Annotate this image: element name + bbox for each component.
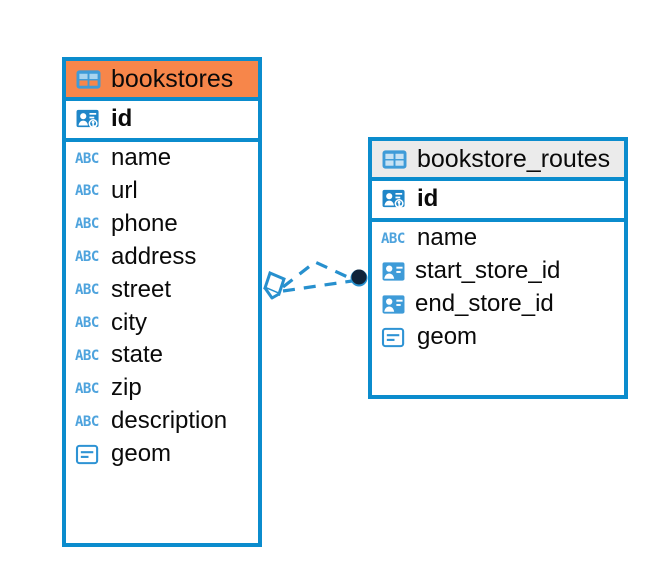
foreign-key-icon (382, 262, 405, 281)
field-label-address: address (111, 242, 197, 270)
abc-text-icon: ABC (75, 216, 99, 233)
field-row-routes-id[interactable]: id (372, 181, 624, 223)
field-label-phone: phone (111, 209, 178, 237)
entity-bookstore-routes[interactable]: bookstore_routes id ABC n (368, 137, 628, 399)
field-label-start-store-id: start_store_id (415, 257, 561, 284)
field-row-id[interactable]: id (66, 101, 258, 143)
entity-bookstores[interactable]: bookstores id ABC name (62, 57, 262, 547)
abc-text-icon: ABC (381, 230, 405, 247)
field-row-zip[interactable]: ABC zip (66, 372, 258, 405)
field-list-bookstores: id ABC name ABC url ABC phone ABC addres… (66, 101, 258, 471)
field-label-name: name (111, 144, 172, 172)
entity-header-bookstore-routes[interactable]: bookstore_routes (372, 141, 624, 182)
table-icon-orange (76, 70, 101, 89)
field-label-geom: geom (111, 440, 172, 467)
field-row-start-store-id[interactable]: start_store_id (372, 255, 624, 288)
geometry-icon (381, 327, 405, 347)
entity-title-bookstore-routes: bookstore_routes (417, 145, 611, 173)
abc-text-icon: ABC (75, 249, 99, 266)
field-label-end-store-id: end_store_id (415, 289, 554, 317)
field-label-url: url (111, 177, 138, 204)
abc-text-icon: ABC (75, 150, 99, 167)
relationship-line-lower (282, 279, 353, 293)
field-row-description[interactable]: ABC description (66, 405, 258, 438)
field-row-address[interactable]: ABC address (66, 241, 258, 274)
abc-text-icon: ABC (75, 413, 99, 430)
field-row-name[interactable]: ABC name (66, 142, 258, 175)
geometry-icon (75, 444, 99, 465)
field-label-routes-geom: geom (417, 322, 478, 350)
field-row-city[interactable]: ABC city (66, 307, 258, 340)
field-row-geom[interactable]: geom (66, 438, 258, 471)
field-label-id: id (111, 105, 133, 133)
foreign-key-icon (382, 295, 405, 314)
primary-key-icon (76, 110, 99, 129)
field-label-description: description (111, 407, 228, 435)
field-list-bookstore-routes: id ABC name start_store_id (372, 181, 624, 353)
abc-text-icon: ABC (75, 282, 99, 299)
table-icon-blue (382, 150, 407, 169)
field-row-street[interactable]: ABC street (66, 274, 258, 307)
field-label-street: street (111, 275, 172, 303)
field-row-end-store-id[interactable]: end_store_id (372, 288, 624, 321)
field-row-url[interactable]: ABC url (66, 175, 258, 208)
entity-header-bookstores[interactable]: bookstores (66, 61, 258, 102)
field-label-city: city (111, 308, 147, 336)
relationship-source-diamond (263, 270, 286, 300)
abc-text-icon: ABC (75, 314, 99, 331)
field-label-state: state (111, 341, 164, 369)
field-row-routes-geom[interactable]: geom (372, 321, 624, 354)
field-label-zip: zip (111, 374, 142, 402)
field-row-state[interactable]: ABC state (66, 339, 258, 372)
field-row-phone[interactable]: ABC phone (66, 208, 258, 241)
field-row-routes-name[interactable]: ABC name (372, 222, 624, 255)
relationship-line-upper (282, 260, 353, 289)
abc-text-icon: ABC (75, 380, 99, 397)
relationship-target-circle (350, 269, 368, 287)
abc-text-icon: ABC (75, 183, 99, 200)
field-label-routes-name: name (417, 224, 478, 252)
field-label-routes-id: id (417, 185, 439, 213)
primary-key-icon (382, 190, 405, 209)
abc-text-icon: ABC (75, 347, 99, 364)
entity-title-bookstores: bookstores (111, 65, 234, 93)
